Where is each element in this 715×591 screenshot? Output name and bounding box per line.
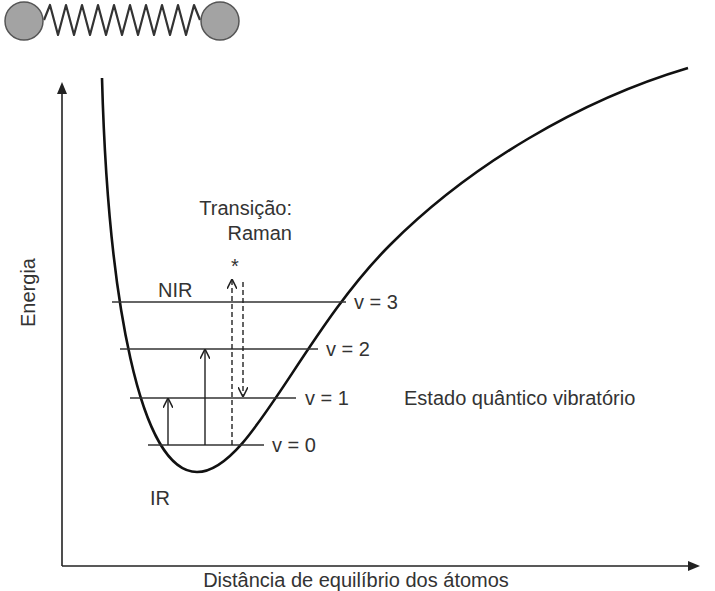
- level-line: [112, 301, 346, 302]
- raman-arrow: [231, 280, 232, 445]
- diatomic-molecule: [5, 2, 239, 40]
- ir-arrow: [204, 350, 205, 445]
- level-line: [130, 397, 296, 398]
- axis-arrowhead: [57, 82, 67, 94]
- level-label: v = 1: [305, 386, 349, 411]
- level-line: [120, 348, 318, 349]
- nir-label: NIR: [158, 278, 192, 303]
- x-axis: [62, 565, 690, 567]
- raman-arrow: [242, 282, 243, 396]
- transition-label: Transição: Raman: [192, 196, 292, 246]
- axis-note: Estado quântico vibratório: [404, 386, 635, 411]
- level-label: v = 0: [272, 433, 316, 458]
- virtual-state-mark: *: [231, 254, 239, 279]
- transition-arrows: [168, 280, 243, 445]
- ir-label: IR: [150, 486, 170, 511]
- energy-levels: [112, 302, 346, 445]
- axes: [57, 82, 700, 571]
- level-label: v = 3: [354, 290, 398, 315]
- level-label: v = 2: [326, 337, 370, 362]
- spring: [44, 5, 200, 35]
- ir-arrow: [167, 399, 168, 445]
- y-axis: [61, 92, 63, 566]
- axis-title: Distância de equilíbrio dos átomos: [203, 568, 509, 591]
- level-line: [148, 444, 264, 445]
- atom: [201, 2, 239, 40]
- atom: [5, 2, 43, 40]
- axis-title: Energia: [16, 258, 41, 327]
- axis-arrowhead: [688, 561, 700, 571]
- potential-curve: [102, 68, 688, 472]
